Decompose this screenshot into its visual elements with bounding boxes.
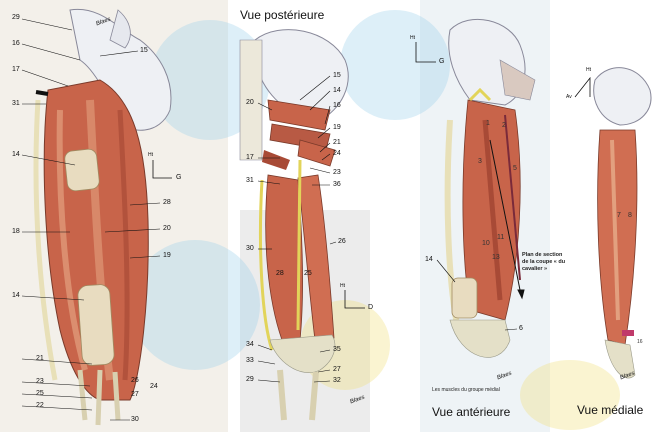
- label-g-p1: G: [176, 174, 181, 182]
- label-av-p4: Av: [566, 93, 572, 101]
- label-d-p2: D: [368, 304, 373, 312]
- label-ht-p2: Ht: [340, 282, 345, 290]
- pelvis-bone-p4: [594, 68, 651, 125]
- label-32-p2: 32: [333, 377, 341, 385]
- label-13-p3: 13: [492, 254, 500, 262]
- label-26-p2: 26: [338, 238, 346, 246]
- label-7-p4: 7: [617, 212, 621, 220]
- axis-arrows-p3: [416, 42, 436, 62]
- label-21: 21: [36, 355, 44, 363]
- label-30: 30: [131, 416, 139, 424]
- label-20: 20: [163, 225, 171, 233]
- label-10-p3: 10: [482, 240, 490, 248]
- axis-arrows-p2: [345, 290, 365, 308]
- label-ht-p1: Ht: [148, 151, 153, 159]
- label-24-p2: 24: [333, 150, 341, 158]
- label-3-p3: 3: [478, 158, 482, 166]
- label-25: 25: [36, 390, 44, 398]
- label-14-p3: 14: [425, 256, 433, 264]
- label-26: 26: [131, 377, 139, 385]
- label-g-p3: G: [439, 58, 444, 66]
- label-31-p2: 31: [246, 177, 254, 185]
- label-6-p3: 6: [519, 325, 523, 333]
- label-28: 28: [163, 199, 171, 207]
- label-34-p2: 34: [246, 341, 254, 349]
- label-35-p2: 35: [333, 346, 341, 354]
- label-28-p2: 28: [276, 270, 284, 278]
- label-20-p2: 20: [246, 99, 254, 107]
- label-25-p2: 25: [304, 270, 312, 278]
- figure-caption: Les muscles du groupe médial: [432, 387, 500, 393]
- label-15-p2: 15: [333, 72, 341, 80]
- label-33-p2: 33: [246, 357, 254, 365]
- label-18: 18: [12, 228, 20, 236]
- axis-arrows-p4: [575, 78, 590, 97]
- label-36-p2: 36: [333, 181, 341, 189]
- label-16-p2: 16: [333, 102, 341, 110]
- label-22: 22: [36, 402, 44, 410]
- label-14b: 14: [12, 292, 20, 300]
- label-30-p2: 30: [246, 245, 254, 253]
- label-31: 31: [12, 100, 20, 108]
- label-19: 19: [163, 252, 171, 260]
- label-27: 27: [131, 391, 139, 399]
- label-ht-p4: Ht: [586, 66, 591, 74]
- section-plane-label: Plan de section de la coupe « du cavalie…: [522, 252, 566, 273]
- pelvis-bone-p3: [449, 19, 535, 105]
- label-ht-p3: Ht: [410, 34, 415, 42]
- label-1-p3: 1: [486, 120, 490, 128]
- label-29: 29: [12, 14, 20, 22]
- label-8-p4: 8: [628, 212, 632, 220]
- label-11-p3: 11: [497, 234, 504, 242]
- label-27-p2: 27: [333, 366, 341, 374]
- gluteal-muscles-p2: [262, 100, 335, 170]
- label-23-p2: 23: [333, 169, 341, 177]
- label-5-p3: 5: [513, 165, 517, 173]
- label-17: 17: [12, 66, 20, 74]
- label-15: 15: [140, 47, 148, 55]
- label-2-p3: 2: [502, 122, 506, 130]
- title-anterior-view: Vue antérieure: [432, 405, 510, 419]
- label-17-p2: 17: [246, 154, 254, 162]
- label-19-p2: 19: [333, 124, 341, 132]
- thigh-muscles-p3: [448, 90, 521, 357]
- axis-arrows-p1: [153, 160, 172, 178]
- label-16: 16: [12, 40, 20, 48]
- label-14: 14: [12, 151, 20, 159]
- title-medial-view: Vue médiale: [577, 403, 643, 417]
- label-16-p4: 16: [637, 338, 643, 346]
- label-23: 23: [36, 378, 44, 386]
- title-posterior-view: Vue postérieure: [240, 8, 324, 22]
- thigh-muscles-p4: [598, 130, 637, 378]
- label-21-p2: 21: [333, 139, 341, 147]
- label-14-p2: 14: [333, 87, 341, 95]
- label-29-p2: 29: [246, 376, 254, 384]
- label-24: 24: [150, 383, 158, 391]
